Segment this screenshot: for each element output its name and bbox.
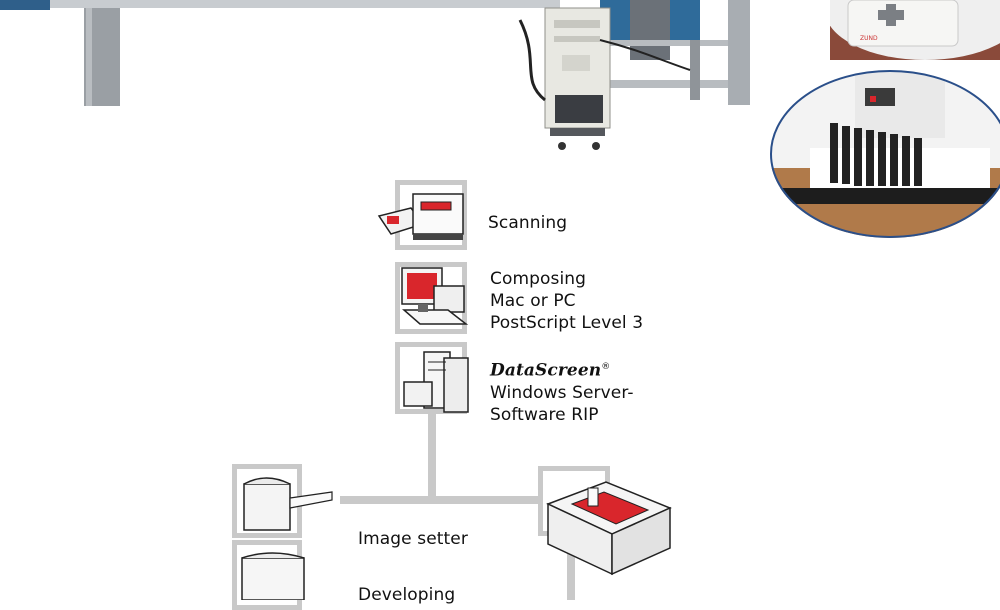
rip-line-2: Software RIP [490, 404, 599, 425]
flatbed-plotter-icon [544, 478, 674, 584]
rip-line-1: Windows Server- [490, 382, 634, 403]
composing-line-2: Mac or PC [490, 291, 576, 311]
imagesetter-icon [238, 470, 338, 544]
composing-line-1: Composing [490, 269, 587, 289]
connector-vertical-main [428, 410, 436, 500]
imagesetter-label: Image setter [358, 529, 468, 549]
connector-horizontal [340, 496, 570, 504]
composing-line-3: PostScript Level 3 [490, 313, 644, 333]
rip-brand: DataScreen® [490, 356, 634, 382]
developing-label: Developing [358, 585, 456, 605]
scanner-icon [373, 188, 473, 254]
datascreen-brand: DataScreen [490, 360, 602, 381]
zund-logo: ZUND [860, 35, 878, 42]
composing-label: Composing Mac or PC PostScript Level 3 [490, 268, 643, 334]
cutting-head-photo [770, 68, 1000, 240]
rip-label: DataScreen® Windows Server- Software RIP [490, 356, 634, 426]
registered-mark: ® [601, 362, 611, 372]
computer-icon [398, 266, 472, 338]
developing-icon [236, 548, 316, 604]
control-panel-photo: ZUND [830, 0, 1000, 60]
scanning-label: Scanning [488, 213, 568, 233]
cutting-table-photo [0, 0, 770, 160]
server-icon [400, 348, 476, 424]
